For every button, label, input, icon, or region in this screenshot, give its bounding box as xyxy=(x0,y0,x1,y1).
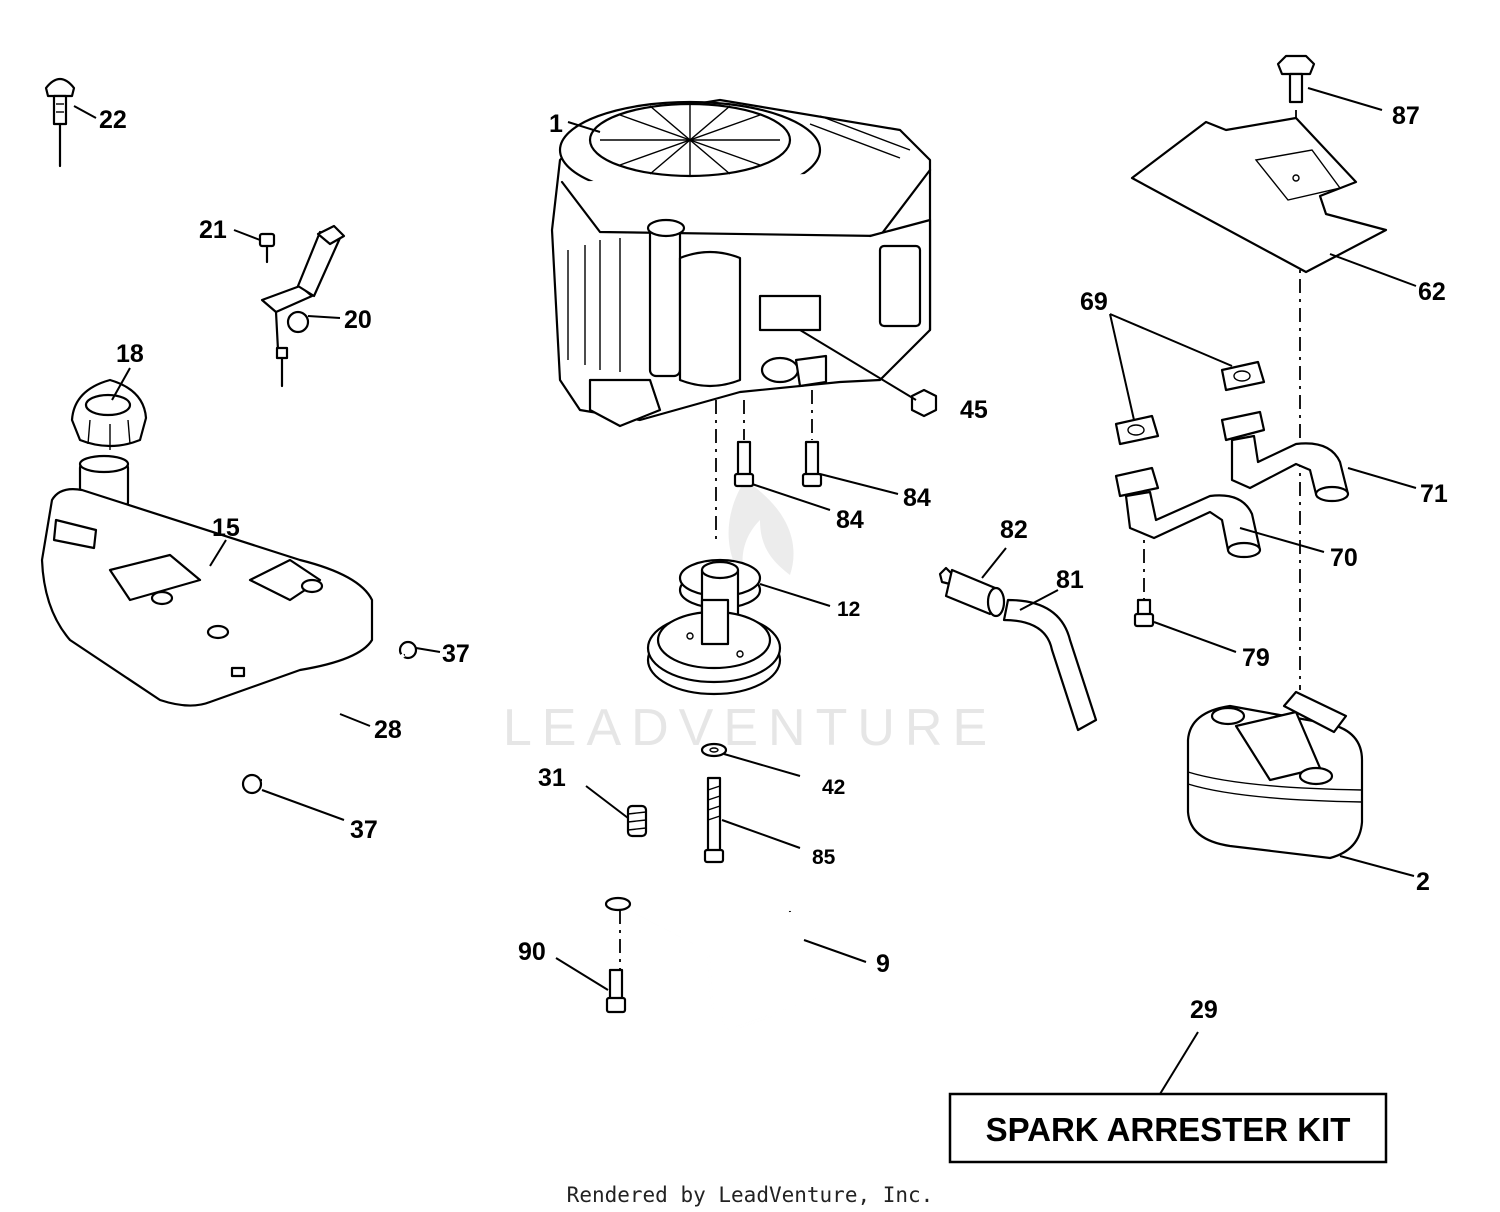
part-15-fuel-tank[interactable] xyxy=(40,454,374,707)
callout-9[interactable]: 9 xyxy=(876,950,890,978)
watermark: LEADVENTURE xyxy=(503,480,997,757)
callout-12[interactable]: 12 xyxy=(837,598,860,621)
part-22-plug[interactable] xyxy=(44,77,76,168)
part-42-washer[interactable] xyxy=(700,742,728,758)
part-45-nut[interactable] xyxy=(910,388,938,418)
part-84-bolt-right[interactable] xyxy=(801,440,823,488)
callout-18[interactable]: 18 xyxy=(116,340,144,368)
callout-71[interactable]: 71 xyxy=(1420,480,1448,508)
callout-85[interactable]: 85 xyxy=(812,846,836,869)
callout-22[interactable]: 22 xyxy=(99,106,127,134)
watermark-text: LEADVENTURE xyxy=(503,699,997,757)
spark-arrester-kit-label: SPARK ARRESTER KIT xyxy=(986,1111,1351,1148)
callout-70[interactable]: 70 xyxy=(1330,544,1358,572)
callout-28[interactable]: 28 xyxy=(374,716,402,744)
callout-20[interactable]: 20 xyxy=(344,306,372,334)
callout-84-right[interactable]: 84 xyxy=(903,484,931,512)
callout-1[interactable]: 1 xyxy=(549,110,563,138)
part-21-bolt[interactable] xyxy=(258,232,276,264)
callout-31[interactable]: 31 xyxy=(538,764,566,792)
part-20-throttle-bracket[interactable] xyxy=(260,224,346,388)
callout-29[interactable]: 29 xyxy=(1190,996,1218,1024)
part-81-hose[interactable] xyxy=(1002,598,1098,732)
part-84-bolt-left[interactable] xyxy=(733,440,755,488)
part-37-clamp-lower[interactable] xyxy=(241,773,263,795)
part-1-engine[interactable] xyxy=(550,98,932,428)
callout-79[interactable]: 79 xyxy=(1242,644,1270,672)
part-79-screw[interactable] xyxy=(1133,598,1155,628)
footer-credit: Rendered by LeadVenture, Inc. xyxy=(567,1183,934,1207)
callout-2[interactable]: 2 xyxy=(1416,868,1430,896)
callout-82[interactable]: 82 xyxy=(1000,516,1028,544)
callout-81[interactable]: 81 xyxy=(1056,566,1084,594)
callout-labels: 1 22 21 20 18 15 37 28 37 45 84 84 12 82… xyxy=(99,102,1448,1024)
callout-21[interactable]: 21 xyxy=(199,216,227,244)
part-85-bolt[interactable] xyxy=(703,776,725,864)
part-90-bolt[interactable] xyxy=(605,968,627,1014)
part-9-bracket-rod[interactable] xyxy=(604,896,848,1032)
part-70-exhaust-pipe[interactable] xyxy=(1114,466,1262,559)
part-2-muffler[interactable] xyxy=(1186,690,1364,860)
part-31-spring[interactable] xyxy=(626,804,648,838)
part-69-gaskets[interactable] xyxy=(1114,360,1266,446)
callout-45[interactable]: 45 xyxy=(960,396,988,424)
callout-87[interactable]: 87 xyxy=(1392,102,1420,130)
part-71-exhaust-pipe[interactable] xyxy=(1220,410,1350,503)
part-18-fuel-cap[interactable] xyxy=(70,378,148,450)
part-82-valve[interactable] xyxy=(938,566,1006,618)
callout-37-upper[interactable]: 37 xyxy=(442,640,470,668)
callout-15[interactable]: 15 xyxy=(212,514,240,542)
callout-90[interactable]: 90 xyxy=(518,938,546,966)
callout-42[interactable]: 42 xyxy=(822,776,845,799)
callout-62[interactable]: 62 xyxy=(1418,278,1446,306)
leader-lines xyxy=(73,87,1417,1095)
part-87-bolt[interactable] xyxy=(1276,54,1316,104)
part-62-heat-shield[interactable] xyxy=(1130,116,1388,274)
part-12-pulley[interactable] xyxy=(646,558,782,696)
part-28-fuel-line[interactable] xyxy=(260,653,406,782)
callout-84-left[interactable]: 84 xyxy=(836,506,864,534)
spark-arrester-kit-box[interactable]: SPARK ARRESTER KIT xyxy=(948,1092,1388,1164)
callout-37-lower[interactable]: 37 xyxy=(350,816,378,844)
callout-69[interactable]: 69 xyxy=(1080,288,1108,316)
